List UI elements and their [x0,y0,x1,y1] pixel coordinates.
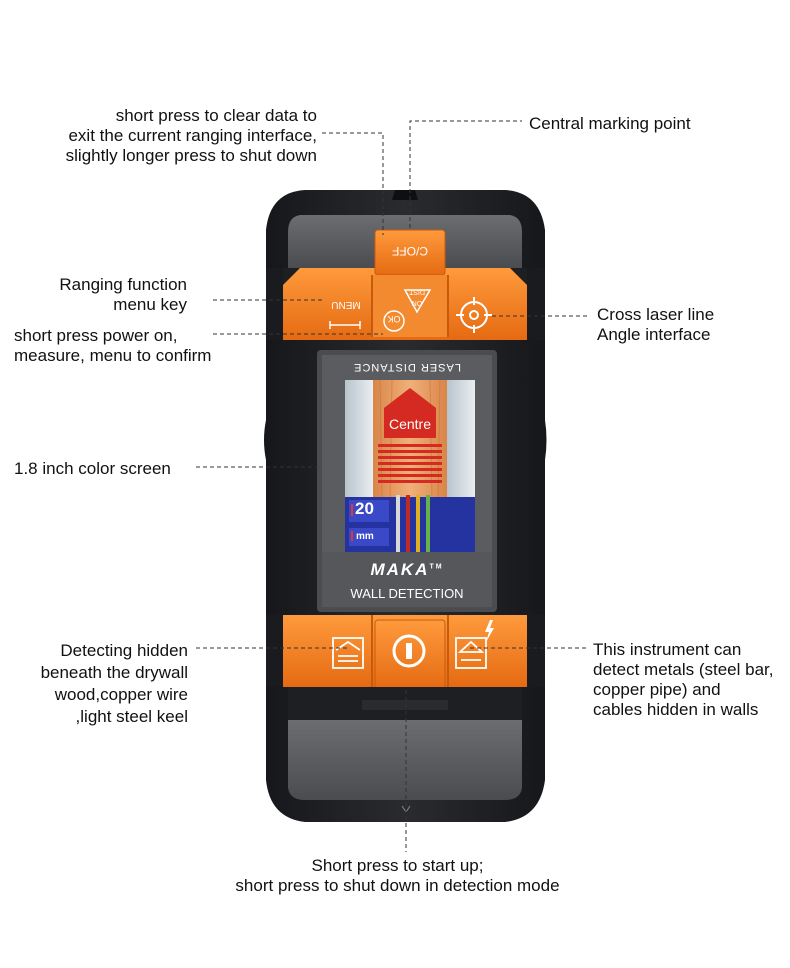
ok-label[interactable]: OK [387,314,401,324]
callout-cross-laser: Cross laser line Angle interface [597,305,715,344]
crosshair-icon [456,297,492,333]
bottom-gray-panel [288,720,522,800]
screen-value: 20 [355,499,374,518]
callout-detecting-hidden: Detecting hidden beneath the drywall woo… [40,641,188,726]
centre-marker [384,388,436,438]
power-icon [392,634,426,668]
menu-label[interactable]: MENU [331,299,361,310]
dist-triangle-icon [403,289,432,314]
lightning-icon [485,620,494,642]
brand-logo: MAKATM [322,560,492,580]
metal-detect-icon [455,637,487,669]
screen-header: LASER DISTANCE [353,361,461,373]
brand-tm: TM [429,563,444,571]
dist-label: DIST [409,288,425,295]
callout-power-on: short press power on, measure, menu to c… [14,326,212,365]
callout-central-marking: Central marking point [529,114,691,133]
menu-icon [329,321,361,329]
callout-start-up: Short press to start up; short press to … [235,856,560,895]
callout-detect-metals: This instrument can detect metals (steel… [593,640,774,719]
cof-label[interactable]: C/OFF [392,244,428,258]
callout-ranging-menu: Ranging function menu key [59,275,187,314]
screen-centre-label: Centre [388,416,432,432]
leader-lines [196,120,588,852]
dist-on-label: ON [411,299,423,306]
product-name: WALL DETECTION [350,586,464,601]
ok-icon [383,310,405,332]
callout-clear-data: short press to clear data to exit the cu… [65,106,317,165]
brand-name: MAKA [370,560,430,579]
callout-screen: 1.8 inch color screen [14,459,171,478]
wood-detect-icon [332,637,364,669]
screen-unit: mm [356,531,374,542]
